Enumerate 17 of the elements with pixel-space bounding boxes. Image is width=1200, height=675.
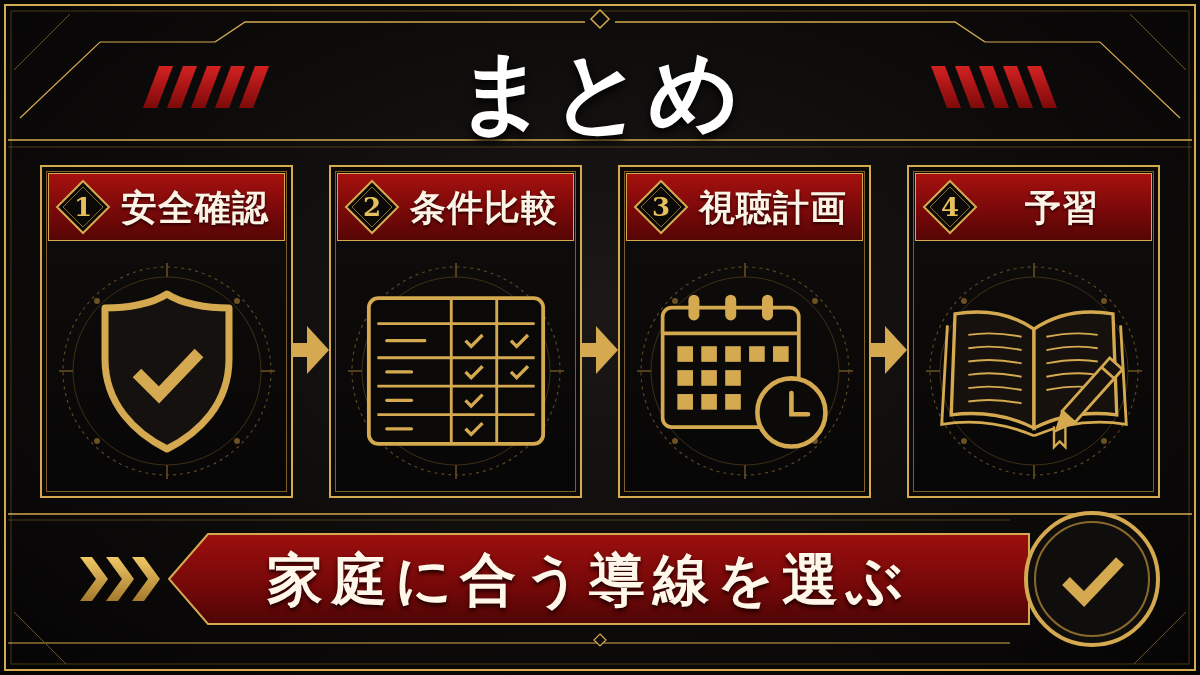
step-title: 予習 <box>1024 185 1099 229</box>
number-diamond: 1 <box>55 179 111 235</box>
number-diamond: 2 <box>344 179 400 235</box>
number-diamond: 3 <box>633 179 689 235</box>
step-title: 視聴計画 <box>698 185 847 229</box>
title: まとめ <box>456 42 744 142</box>
step-card <box>618 165 871 498</box>
step-card <box>40 165 293 498</box>
step-card <box>329 165 582 498</box>
banner: 家庭に合う導線を選ぶ <box>168 533 1030 625</box>
arrow <box>871 326 907 374</box>
arrow <box>582 326 618 374</box>
arrow <box>293 326 329 374</box>
step-title: 条件比較 <box>409 185 558 229</box>
number-diamond: 4 <box>922 179 978 235</box>
step-title: 安全確認 <box>120 185 269 229</box>
step-card <box>907 165 1160 498</box>
